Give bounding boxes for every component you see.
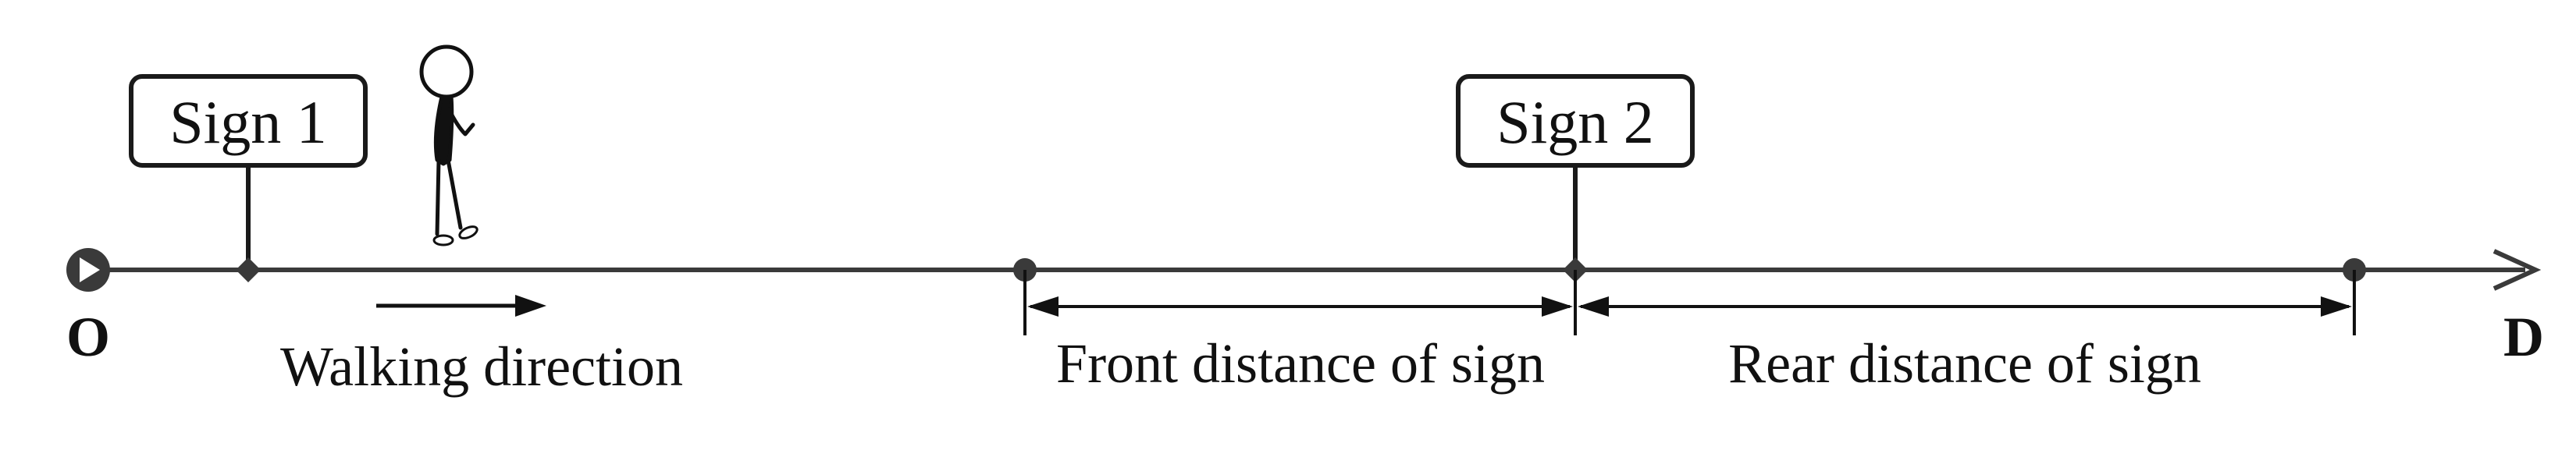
sign-2-box [1456,74,1695,168]
walking-direction-label: Walking direction [280,335,683,398]
rear-distance-dimension [1578,296,2352,317]
route-arrowhead [2492,249,2542,291]
sign-2-label: Sign 2 [1496,88,1654,156]
sign-1-label: Sign 1 [169,88,327,156]
destination-label: D [2503,306,2544,368]
origin-label: O [66,306,110,368]
sign-1: Sign 1 [129,74,368,282]
sign-1-box [129,74,368,168]
sign-2: Sign 2 [1456,74,1695,335]
front-distance-label: Front distance of sign [1056,332,1545,395]
front-distance-dimension [1027,296,1573,317]
origin-marker [66,248,110,292]
walking-direction-arrowhead [515,295,546,317]
pedestrian-icon [419,44,479,246]
rear-distance-label: Rear distance of sign [1728,332,2201,395]
sign-1-diamond [236,257,261,282]
